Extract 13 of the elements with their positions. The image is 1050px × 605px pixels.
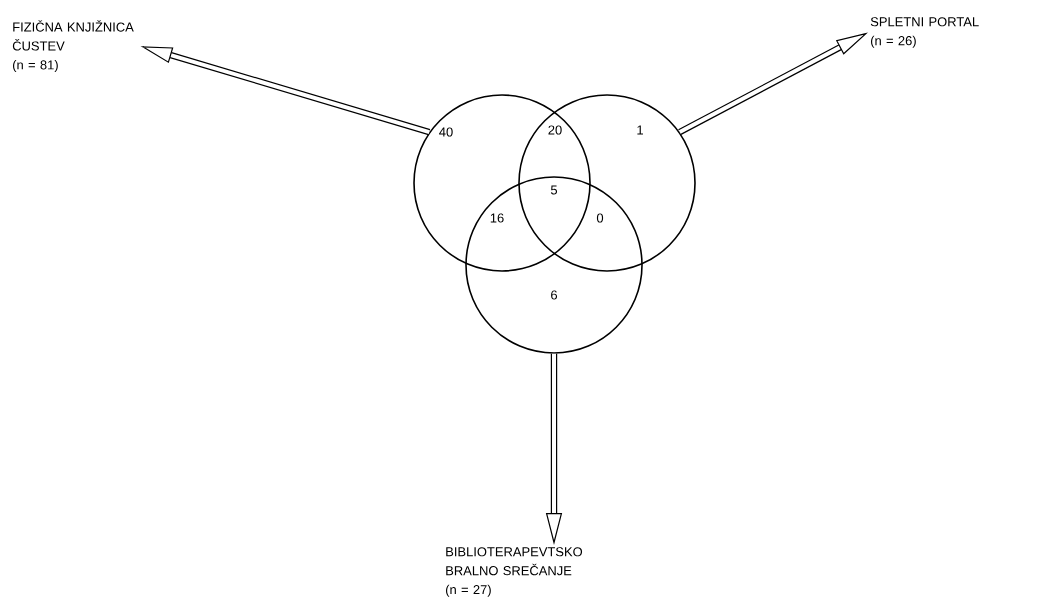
category-label: SPLETNI PORTAL (n = 26)	[870, 17, 979, 48]
region-count: 0	[596, 213, 604, 223]
region-count: 6	[551, 290, 558, 300]
venn-circle	[413, 94, 591, 272]
region-count: 20	[548, 125, 562, 135]
region-count: 16	[490, 213, 504, 223]
region-count: 5	[550, 185, 558, 195]
category-label: FIZIČNA KNJIŽNICA ČUSTEV (n = 81)	[12, 20, 134, 73]
venn-circle	[465, 176, 643, 354]
region-count: 40	[439, 127, 453, 137]
region-count: 1	[637, 125, 643, 135]
venn-circle	[518, 94, 696, 272]
category-label: BIBLIOTERAPEVTSKO BRALNO SREČANJE (n = 27)	[446, 547, 583, 597]
